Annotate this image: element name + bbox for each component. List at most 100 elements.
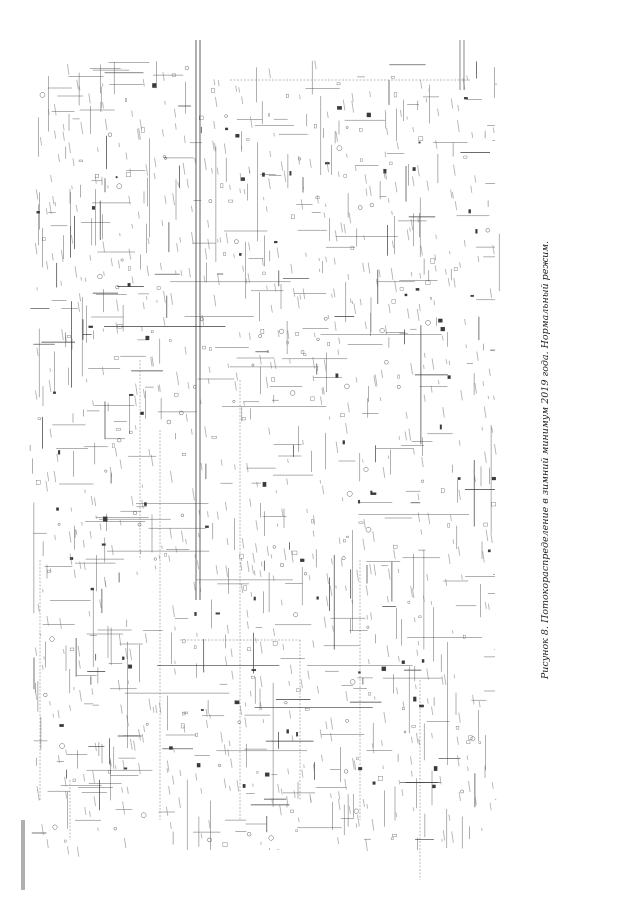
label-glyph xyxy=(437,380,440,385)
label-glyph xyxy=(89,811,91,817)
label-glyph xyxy=(153,173,156,180)
transformer-symbol xyxy=(353,808,359,814)
label-glyph xyxy=(420,245,423,256)
label-glyph xyxy=(129,648,133,661)
label-glyph xyxy=(276,247,280,259)
switch-symbol xyxy=(141,127,145,133)
label-glyph xyxy=(76,846,80,857)
label-glyph xyxy=(335,131,338,142)
transformer-symbol xyxy=(384,360,389,365)
label-glyph xyxy=(107,185,109,189)
label-glyph xyxy=(241,96,244,104)
label-glyph xyxy=(491,782,494,789)
label-glyph xyxy=(224,501,228,511)
label-glyph xyxy=(177,181,179,187)
label-glyph xyxy=(299,94,301,100)
label-glyph xyxy=(77,645,81,657)
label-glyph xyxy=(147,238,150,245)
transformer-symbol xyxy=(200,317,204,322)
label-glyph xyxy=(277,783,280,793)
label-glyph xyxy=(216,167,219,175)
label-glyph xyxy=(169,527,172,539)
label-glyph xyxy=(134,395,137,407)
label-glyph xyxy=(199,399,202,405)
switch-symbol xyxy=(239,253,242,256)
label-glyph xyxy=(228,740,231,747)
label-glyph xyxy=(97,147,99,152)
label-glyph xyxy=(359,298,362,306)
transformer-symbol xyxy=(258,334,263,338)
switch-symbol xyxy=(295,829,298,832)
label-glyph xyxy=(229,785,231,791)
label-glyph xyxy=(441,335,444,341)
label-glyph xyxy=(338,337,341,344)
label-glyph xyxy=(391,210,393,216)
label-glyph xyxy=(111,544,114,556)
label-glyph xyxy=(37,603,40,613)
transformer-symbol xyxy=(166,419,172,425)
label-glyph xyxy=(186,178,189,188)
switch-symbol xyxy=(225,127,229,131)
label-glyph xyxy=(234,381,237,391)
switch-symbol xyxy=(78,159,83,162)
label-glyph xyxy=(386,645,390,658)
label-glyph xyxy=(62,123,65,131)
label-glyph xyxy=(421,456,424,468)
label-glyph xyxy=(176,375,180,386)
label-glyph xyxy=(458,489,461,501)
label-glyph xyxy=(244,717,247,728)
label-glyph xyxy=(200,833,203,839)
switch-symbol xyxy=(397,374,400,379)
label-glyph xyxy=(402,701,405,708)
label-glyph xyxy=(474,795,477,806)
switch-symbol xyxy=(470,294,474,297)
label-glyph xyxy=(366,615,368,620)
transformer-symbol xyxy=(184,65,189,70)
switch-symbol xyxy=(314,124,317,129)
label-glyph xyxy=(454,201,458,211)
label-glyph xyxy=(255,520,258,531)
label-glyph xyxy=(362,799,365,807)
label-glyph xyxy=(410,756,413,765)
label-glyph xyxy=(343,223,346,234)
label-glyph xyxy=(435,234,437,239)
label-glyph xyxy=(481,426,483,431)
label-glyph xyxy=(214,143,217,152)
switch-symbol xyxy=(439,424,442,430)
label-glyph xyxy=(161,545,163,550)
switch-symbol xyxy=(290,809,294,813)
label-glyph xyxy=(385,173,388,180)
label-glyph xyxy=(416,308,420,321)
label-glyph xyxy=(128,248,132,260)
label-glyph xyxy=(102,328,105,332)
label-glyph xyxy=(373,375,377,387)
label-glyph xyxy=(255,543,258,553)
label-glyph xyxy=(213,120,216,130)
label-glyph xyxy=(99,523,102,531)
label-glyph xyxy=(280,788,283,795)
label-glyph xyxy=(430,385,433,393)
label-glyph xyxy=(362,538,366,550)
label-glyph xyxy=(276,523,279,527)
label-glyph xyxy=(224,656,228,667)
label-glyph xyxy=(60,280,62,286)
label-glyph xyxy=(116,299,119,312)
transformer-symbol xyxy=(132,511,137,516)
label-glyph xyxy=(190,205,193,213)
label-glyph xyxy=(460,389,463,401)
label-glyph xyxy=(173,108,177,118)
label-glyph xyxy=(352,758,355,770)
label-glyph xyxy=(175,270,177,275)
label-glyph xyxy=(290,550,294,563)
label-glyph xyxy=(84,807,87,815)
switch-symbol xyxy=(366,112,371,118)
label-glyph xyxy=(174,626,176,631)
label-glyph xyxy=(194,554,197,559)
switch-symbol xyxy=(401,660,405,664)
label-glyph xyxy=(172,605,175,618)
switch-symbol xyxy=(271,377,275,382)
label-glyph xyxy=(90,495,94,506)
switch-symbol xyxy=(300,558,305,562)
switch-symbol xyxy=(126,172,131,177)
label-glyph xyxy=(410,770,413,777)
